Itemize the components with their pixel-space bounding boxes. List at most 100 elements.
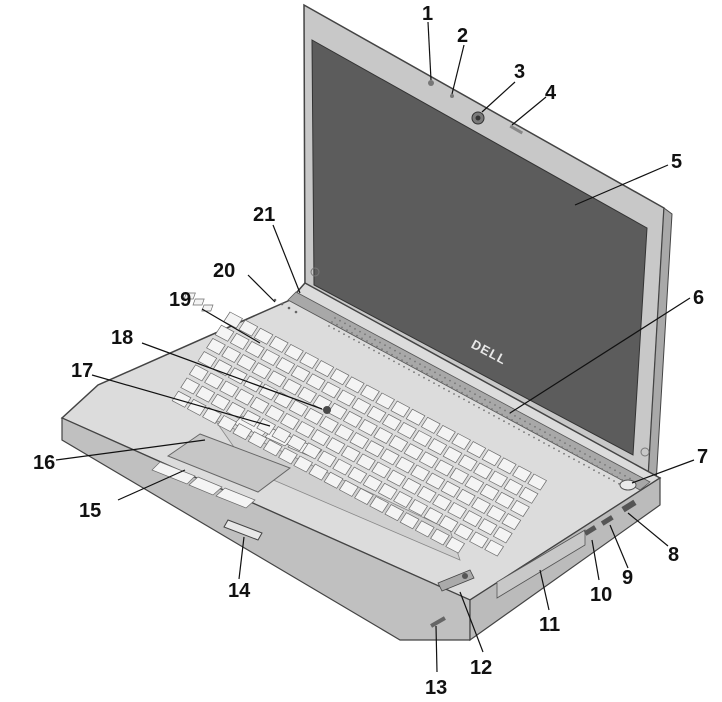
speaker-hole <box>569 444 571 447</box>
speaker-hole <box>579 450 581 453</box>
speaker-hole <box>559 439 561 442</box>
speaker-hole <box>516 421 518 424</box>
keyboard-key <box>371 461 392 479</box>
keyboard-key <box>388 435 409 453</box>
keyboard-key <box>301 442 322 460</box>
speaker-hole <box>408 368 410 371</box>
speaker-hole <box>506 416 508 419</box>
screen-bumper-left <box>310 267 320 277</box>
speaker-hole <box>508 423 510 425</box>
speaker-hole <box>391 353 393 356</box>
keyboard-key <box>264 404 285 422</box>
speaker-hole <box>511 419 513 421</box>
speaker-hole <box>566 448 568 451</box>
keyboard-key <box>210 393 231 411</box>
speaker-hole <box>608 477 610 480</box>
keyboard-key <box>253 327 274 345</box>
speaker-hole <box>504 409 506 412</box>
speaker-hole <box>466 394 468 397</box>
keyboard-key <box>225 401 246 419</box>
keyboard-key <box>434 459 454 477</box>
keyboard-key <box>412 430 433 448</box>
speaker-hole <box>498 417 500 420</box>
speaker-hole <box>381 348 383 351</box>
speaker-hole <box>431 375 433 378</box>
callout-14: 14 <box>228 580 251 602</box>
speaker-hole <box>474 393 476 396</box>
keyboard-key <box>423 507 444 525</box>
keyboard-key <box>338 479 359 497</box>
speaker-hole <box>513 425 515 428</box>
keyboard-key <box>310 429 331 447</box>
speaker-hole <box>543 442 545 444</box>
callout-13: 13 <box>425 677 447 699</box>
speaker-hole <box>423 376 425 379</box>
callout-19: 19 <box>169 289 191 311</box>
keyboard-key <box>206 337 226 355</box>
speaker-hole <box>551 440 553 443</box>
keyboard-key <box>280 412 300 430</box>
speaker-hole <box>399 352 401 355</box>
keyboard-key <box>369 496 390 514</box>
speaker-hole <box>606 470 608 473</box>
keyboard-key <box>262 439 283 457</box>
keyboard-key <box>405 408 426 426</box>
speaker-hole <box>444 376 446 379</box>
keyboard-key <box>390 400 411 418</box>
keyboard-key <box>440 480 461 498</box>
speaker-hole <box>364 333 366 336</box>
keyboard-key <box>512 465 532 483</box>
keyboard-key <box>234 388 255 406</box>
speaker-hole <box>486 405 488 408</box>
keyboard-key <box>317 450 337 468</box>
speaker-hole <box>429 368 431 371</box>
keyboard-key <box>427 438 448 456</box>
speaker-hole <box>484 398 486 401</box>
keyboard-key <box>286 434 307 452</box>
speaker-hole <box>518 428 520 431</box>
speaker-hole <box>553 447 555 450</box>
keyboard-key <box>336 389 357 407</box>
speaker-hole <box>624 474 626 477</box>
keyboard-key <box>329 368 350 386</box>
keyboard-key <box>418 451 439 469</box>
speaker-hole <box>328 325 330 327</box>
keyboard-key <box>214 324 235 342</box>
callout-6: 6 <box>693 287 704 309</box>
speaker-hole <box>378 352 380 355</box>
speaker-hole <box>458 395 460 398</box>
speaker-hole <box>593 469 595 472</box>
keyboard-key <box>347 466 368 484</box>
speaker-hole <box>571 451 573 454</box>
keyboard-key <box>204 372 224 390</box>
speaker-hole <box>609 466 611 469</box>
keyboard-key <box>510 499 530 517</box>
keyboard-key <box>410 464 431 482</box>
keyboard-key <box>180 377 201 395</box>
keyboard-key <box>503 478 524 496</box>
speaker-hole <box>379 341 381 344</box>
speaker-hole <box>479 396 481 398</box>
speaker-hole <box>428 379 430 382</box>
wireless-switch-shape <box>430 616 446 628</box>
keyboard-key <box>271 426 292 444</box>
callout-17: 17 <box>71 360 93 382</box>
keyboard-key <box>430 528 450 546</box>
usb-port-2 <box>600 515 614 526</box>
keyboard-key <box>501 513 522 531</box>
keyboard-key <box>221 346 242 364</box>
keyboard-key <box>395 456 415 474</box>
volume-buttons <box>183 292 214 312</box>
speaker-hole <box>418 374 420 376</box>
speaker-hole <box>413 371 415 374</box>
speaker-hole <box>343 333 345 336</box>
keyboard-key <box>340 445 361 463</box>
speaker-hole <box>613 480 615 482</box>
speaker-hole <box>463 398 465 401</box>
speaker-hole <box>356 334 358 337</box>
speaker-hole <box>348 336 350 338</box>
keyboard-key <box>217 415 238 433</box>
speaker-hole <box>524 420 526 423</box>
keyboard-key <box>334 424 355 442</box>
keyboard-key <box>462 510 483 528</box>
